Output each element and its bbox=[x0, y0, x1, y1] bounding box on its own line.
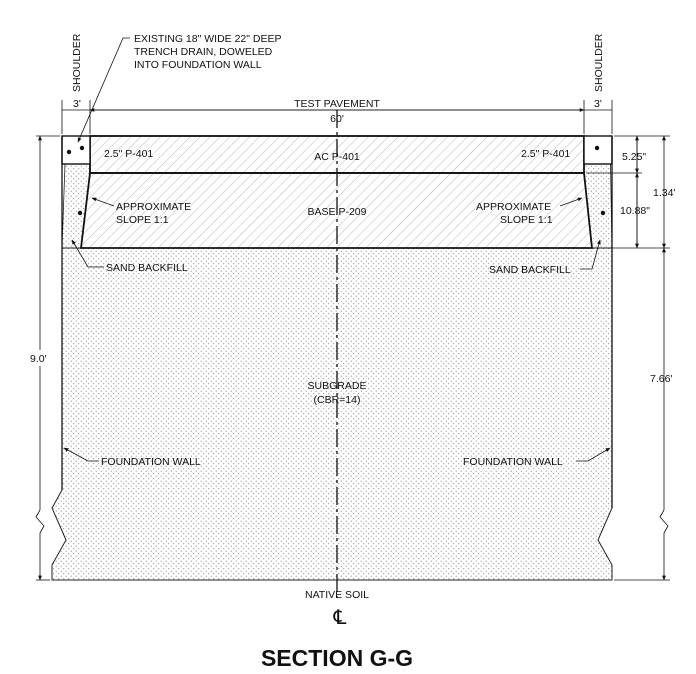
trench-drain-right bbox=[583, 135, 613, 165]
ac-thickness-dim: 5.25" bbox=[622, 151, 646, 163]
test-pavement-label: TEST PAVEMENT bbox=[294, 98, 380, 110]
shoulder-width-right: 3' bbox=[594, 98, 602, 110]
trench-drain-note-line2: TRENCH DRAIN, DOWELED bbox=[134, 46, 273, 58]
test-pavement-width: 60' bbox=[330, 113, 344, 125]
subgrade-label-line1: SUBGRADE bbox=[308, 380, 367, 392]
subgrade-label-line2: (CBR=14) bbox=[314, 394, 361, 406]
slope-left-line2: SLOPE 1:1 bbox=[116, 214, 169, 226]
foundation-wall-right-label: FOUNDATION WALL bbox=[463, 456, 563, 468]
foundation-wall-left-label: FOUNDATION WALL bbox=[101, 456, 201, 468]
slope-left-line1: APPROXIMATE bbox=[116, 201, 191, 213]
ac-label: AC P-401 bbox=[314, 151, 360, 163]
total-depth-dim: 9.0' bbox=[30, 353, 47, 365]
base-label: BASE P-209 bbox=[308, 206, 367, 218]
ac-edge-right-label: 2.5" P-401 bbox=[521, 148, 570, 160]
sand-backfill-left-label: SAND BACKFILL bbox=[106, 262, 188, 274]
slope-right-line2: SLOPE 1:1 bbox=[500, 214, 553, 226]
trench-drain-note-line1: EXISTING 18" WIDE 22" DEEP bbox=[134, 33, 282, 45]
subgrade-depth-dim: 7.66' bbox=[650, 373, 672, 385]
trench-drain-note-line3: INTO FOUNDATION WALL bbox=[134, 59, 262, 71]
native-soil-label: NATIVE SOIL bbox=[305, 589, 369, 601]
base-thickness-dim: 10.88" bbox=[620, 205, 650, 217]
slope-right-line1: APPROXIMATE bbox=[476, 201, 551, 213]
shoulder-label-right: SHOULDER bbox=[593, 33, 605, 92]
section-title: SECTION G-G bbox=[261, 645, 413, 671]
pavement-total-dim: 1.34' bbox=[653, 187, 675, 199]
shoulder-width-left: 3' bbox=[73, 98, 81, 110]
shoulder-label-left: SHOULDER bbox=[71, 33, 83, 92]
centerline-symbol: ℄ bbox=[333, 607, 347, 629]
trench-drain-left bbox=[61, 135, 91, 165]
subgrade-layer bbox=[51, 247, 613, 581]
ac-edge-left-label: 2.5" P-401 bbox=[104, 148, 153, 160]
sand-backfill-right-label: SAND BACKFILL bbox=[489, 264, 571, 276]
